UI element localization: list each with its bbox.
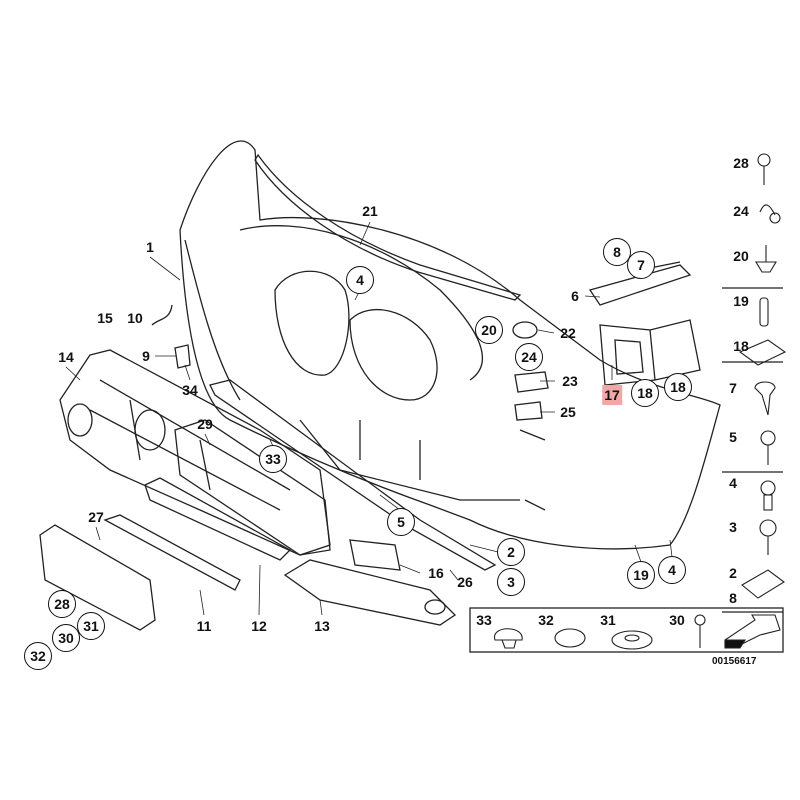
part-label-3: 3 <box>497 568 525 596</box>
part-label-25: 25 <box>560 404 576 420</box>
part-label-2: 2 <box>497 538 525 566</box>
part-label-7: 7 <box>627 251 655 279</box>
part-9 <box>174 344 191 369</box>
part-label-13: 13 <box>314 618 330 634</box>
part-label-30: 30 <box>52 624 80 652</box>
fastener-label-28: 28 <box>733 155 749 171</box>
part-label-28: 28 <box>48 590 76 618</box>
part-label-26: 26 <box>457 574 473 590</box>
fastener-label-7: 7 <box>729 380 737 396</box>
small-parts-box <box>469 607 784 653</box>
part-label-4: 4 <box>346 266 374 294</box>
fastener-label-3: 3 <box>729 519 737 535</box>
plate-holder-29 <box>174 419 331 556</box>
fastener-label-4: 4 <box>729 475 737 491</box>
part-label-32: 32 <box>24 642 52 670</box>
part-label-24: 24 <box>515 343 543 371</box>
part-25 <box>514 401 543 421</box>
part-23 <box>514 371 549 393</box>
part-label-12: 12 <box>251 618 267 634</box>
upper-trim-21 <box>254 153 522 301</box>
part-label-20: 20 <box>475 316 503 344</box>
part-label-8: 8 <box>603 238 631 266</box>
part-label-34: 34 <box>182 382 198 398</box>
fastener-label-5: 5 <box>729 429 737 445</box>
fastener-label-2: 2 <box>729 565 737 581</box>
part-label-11: 11 <box>196 618 212 634</box>
part-label-6: 6 <box>571 288 579 304</box>
fastener-label-8: 8 <box>729 590 737 606</box>
box-label-33: 33 <box>476 612 492 628</box>
part-label-9: 9 <box>142 348 150 364</box>
part-label-14: 14 <box>58 349 74 365</box>
part-label-21: 21 <box>362 203 378 219</box>
part-label-16: 16 <box>428 565 444 581</box>
fastener-label-20: 20 <box>733 248 749 264</box>
part-label-19: 19 <box>627 561 655 589</box>
fastener-icons-box <box>494 614 781 650</box>
grille-left <box>274 270 350 376</box>
bar-11 <box>103 514 241 591</box>
fastener-icons-column <box>738 153 787 599</box>
part-label-23: 23 <box>562 373 578 389</box>
part-label-18: 18 <box>631 379 659 407</box>
part-label-17-highlighted[interactable]: 17 <box>602 385 622 405</box>
drawing-code: 00156617 <box>712 656 757 667</box>
part-label-31: 31 <box>77 612 105 640</box>
grille-right <box>349 308 438 401</box>
part-label-29: 29 <box>197 416 213 432</box>
part-16 <box>349 539 401 571</box>
trim-strip-26 <box>209 379 497 571</box>
part-label-22: 22 <box>560 325 576 341</box>
part-label-27: 27 <box>88 509 104 525</box>
part-label-4: 4 <box>658 556 686 584</box>
absorber-12 <box>144 477 292 561</box>
license-plate-27 <box>39 524 156 631</box>
fastener-label-18: 18 <box>733 338 749 354</box>
part-label-18: 18 <box>664 373 692 401</box>
fastener-label-19: 19 <box>733 293 749 309</box>
part-label-5: 5 <box>387 508 415 536</box>
wire-10 <box>151 304 173 326</box>
fastener-label-24: 24 <box>733 203 749 219</box>
part-label-10: 10 <box>127 310 143 326</box>
box-label-30: 30 <box>669 612 685 628</box>
bumper-cover <box>179 140 721 550</box>
part-label-33: 33 <box>259 445 287 473</box>
part-label-1: 1 <box>146 239 154 255</box>
box-label-32: 32 <box>538 612 554 628</box>
box-label-31: 31 <box>600 612 616 628</box>
part-label-15: 15 <box>97 310 113 326</box>
cap-22 <box>512 321 538 339</box>
